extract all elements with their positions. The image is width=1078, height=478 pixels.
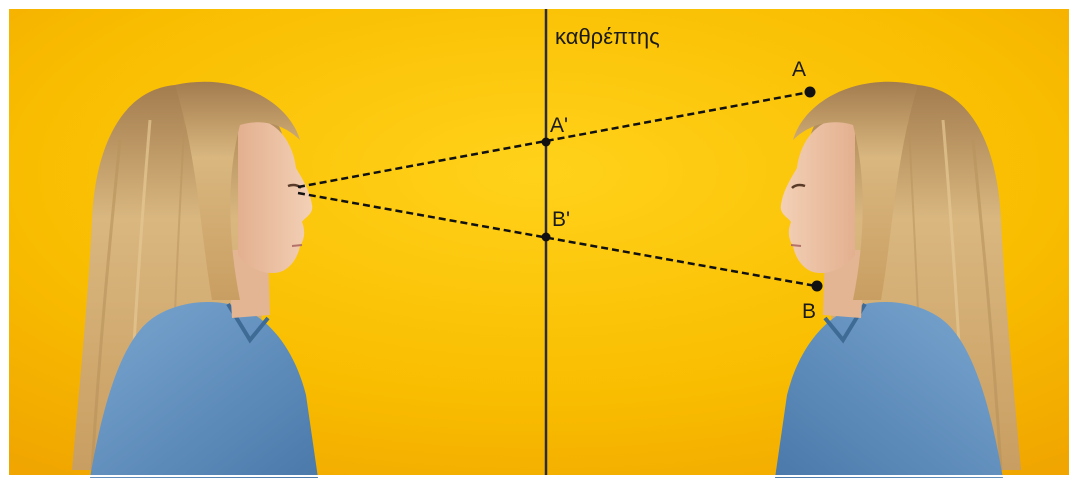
point-a (805, 87, 816, 98)
point-b (812, 281, 823, 292)
point-b-prime (542, 233, 551, 242)
label-b: B (802, 300, 816, 323)
point-a-prime (542, 138, 551, 147)
label-b-prime: B' (552, 208, 570, 231)
mirror-label: καθρέπτης (555, 24, 660, 49)
label-a-prime: A' (550, 114, 568, 137)
label-a: A (792, 58, 806, 81)
